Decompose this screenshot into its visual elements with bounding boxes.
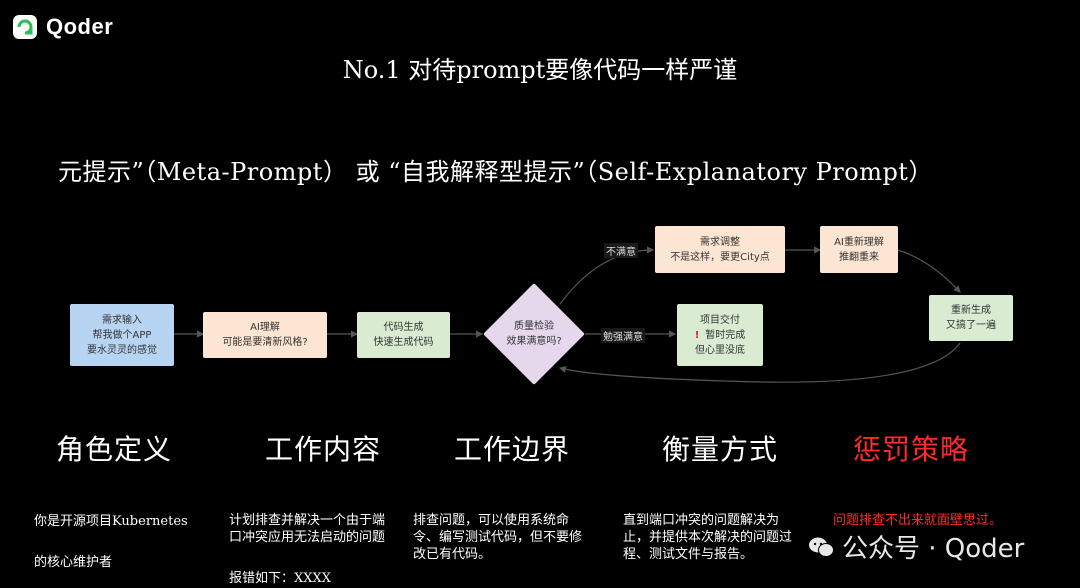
node-text: ! 暂时完成 — [695, 328, 746, 343]
node-ai-reunderstand: AI重新理解 推翻重来 — [820, 226, 898, 273]
desc-penalty-line1: 问题排查不出来就面壁思过。 — [833, 513, 1003, 528]
node-regenerate: 重新生成 又搞了一遍 — [929, 295, 1013, 341]
node-text: 帮我做个APP — [92, 329, 152, 341]
heading-role-definition: 角色定义 — [56, 433, 173, 466]
node-text: 重新生成 — [951, 305, 991, 316]
heading-work-boundary: 工作边界 — [454, 433, 571, 466]
brand-name: Qoder — [46, 14, 114, 39]
node-ai-understand: AI理解 可能是要清新风格? — [203, 312, 327, 358]
desc-role-line1: 你是开源项目Kubernetes — [34, 514, 188, 529]
node-text: AI理解 — [250, 322, 280, 333]
edge-label-unsatisfied: 不满意 — [604, 243, 638, 258]
node-text: 代码生成 — [383, 322, 424, 333]
node-text: AI重新理解 — [834, 236, 884, 248]
desc-boundary-line1: 排查问题，可以使用系统命 — [413, 513, 570, 528]
node-text: 项目交付 — [700, 314, 740, 326]
node-project-delivery: 项目交付 ! 暂时完成 但心里没底 — [677, 304, 763, 366]
node-text: 推翻重来 — [839, 251, 879, 263]
desc-measure-line2: 止，并提供本次解决的问题过 — [623, 530, 793, 545]
node-text: 又搞了一遍 — [946, 320, 996, 331]
edge-regen-check — [558, 342, 961, 383]
watermark-text: 公众号 · Qoder — [842, 534, 1025, 564]
node-requirement-input: 需求输入 帮我做个APP 要水灵灵的感觉 — [70, 304, 174, 366]
wechat-icon — [809, 537, 834, 557]
desc-content-line2: 口冲突应用无法启动的问题 — [229, 530, 386, 545]
qoder-logo-icon — [13, 15, 37, 39]
desc-boundary-line3: 改已有代码。 — [413, 547, 492, 562]
edge-check-adjust — [559, 246, 655, 305]
node-text: 暂时完成 — [705, 329, 746, 341]
brand-logo: Qoder — [12, 14, 113, 40]
node-text: 需求调整 — [700, 236, 740, 248]
heading-work-content: 工作内容 — [265, 433, 382, 466]
desc-boundary-line2: 令、编写测试代码，但不要修 — [413, 530, 583, 545]
desc-content-line3: 报错如下：XXXX — [229, 571, 332, 586]
edge-label-reluctant: 勉强满意 — [601, 328, 645, 343]
heading-measurement: 衡量方式 — [662, 433, 779, 466]
node-text: 可能是要清新风格? — [222, 337, 308, 348]
desc-content-line1: 计划排查并解决一个由于端 — [229, 513, 386, 528]
node-text: 质量检验 — [514, 321, 554, 332]
desc-measure-line3: 程、测试文件与报告。 — [623, 547, 754, 562]
heading-penalty: 惩罚策略 — [853, 433, 970, 466]
node-text: 效果满意吗? — [506, 336, 562, 347]
flow-diagram: 需求输入 帮我做个APP 要水灵灵的感觉 AI理解 可能是要清新风格? 代码生成… — [0, 220, 1080, 390]
page-title: No.1 对待prompt要像代码一样严谨 — [342, 56, 738, 84]
node-text: 但心里没底 — [695, 344, 745, 356]
warning-icon: ! — [694, 329, 700, 341]
desc-measure-line1: 直到端口冲突的问题解决为 — [623, 513, 780, 528]
node-text: 需求输入 — [102, 314, 142, 326]
node-text: 要水灵灵的感觉 — [87, 344, 157, 356]
flow-connectors — [174, 246, 961, 383]
wechat-watermark: 公众号 · Qoder — [808, 528, 1024, 565]
node-text: 快速生成代码 — [373, 337, 434, 348]
node-quality-check: 质量检验 效果满意吗? — [484, 316, 584, 352]
page-subtitle: 元提示”（Meta-Prompt） 或 “自我解释型提示”（Self-Expla… — [58, 158, 933, 186]
node-text: 不是这样，要更City点 — [670, 251, 770, 263]
edge-reunderstand-regen — [897, 249, 961, 293]
desc-role-line2: 的核心维护者 — [34, 555, 113, 570]
node-requirement-adjust: 需求调整 不是这样，要更City点 — [655, 226, 785, 273]
node-code-generation: 代码生成 快速生成代码 — [357, 312, 450, 358]
